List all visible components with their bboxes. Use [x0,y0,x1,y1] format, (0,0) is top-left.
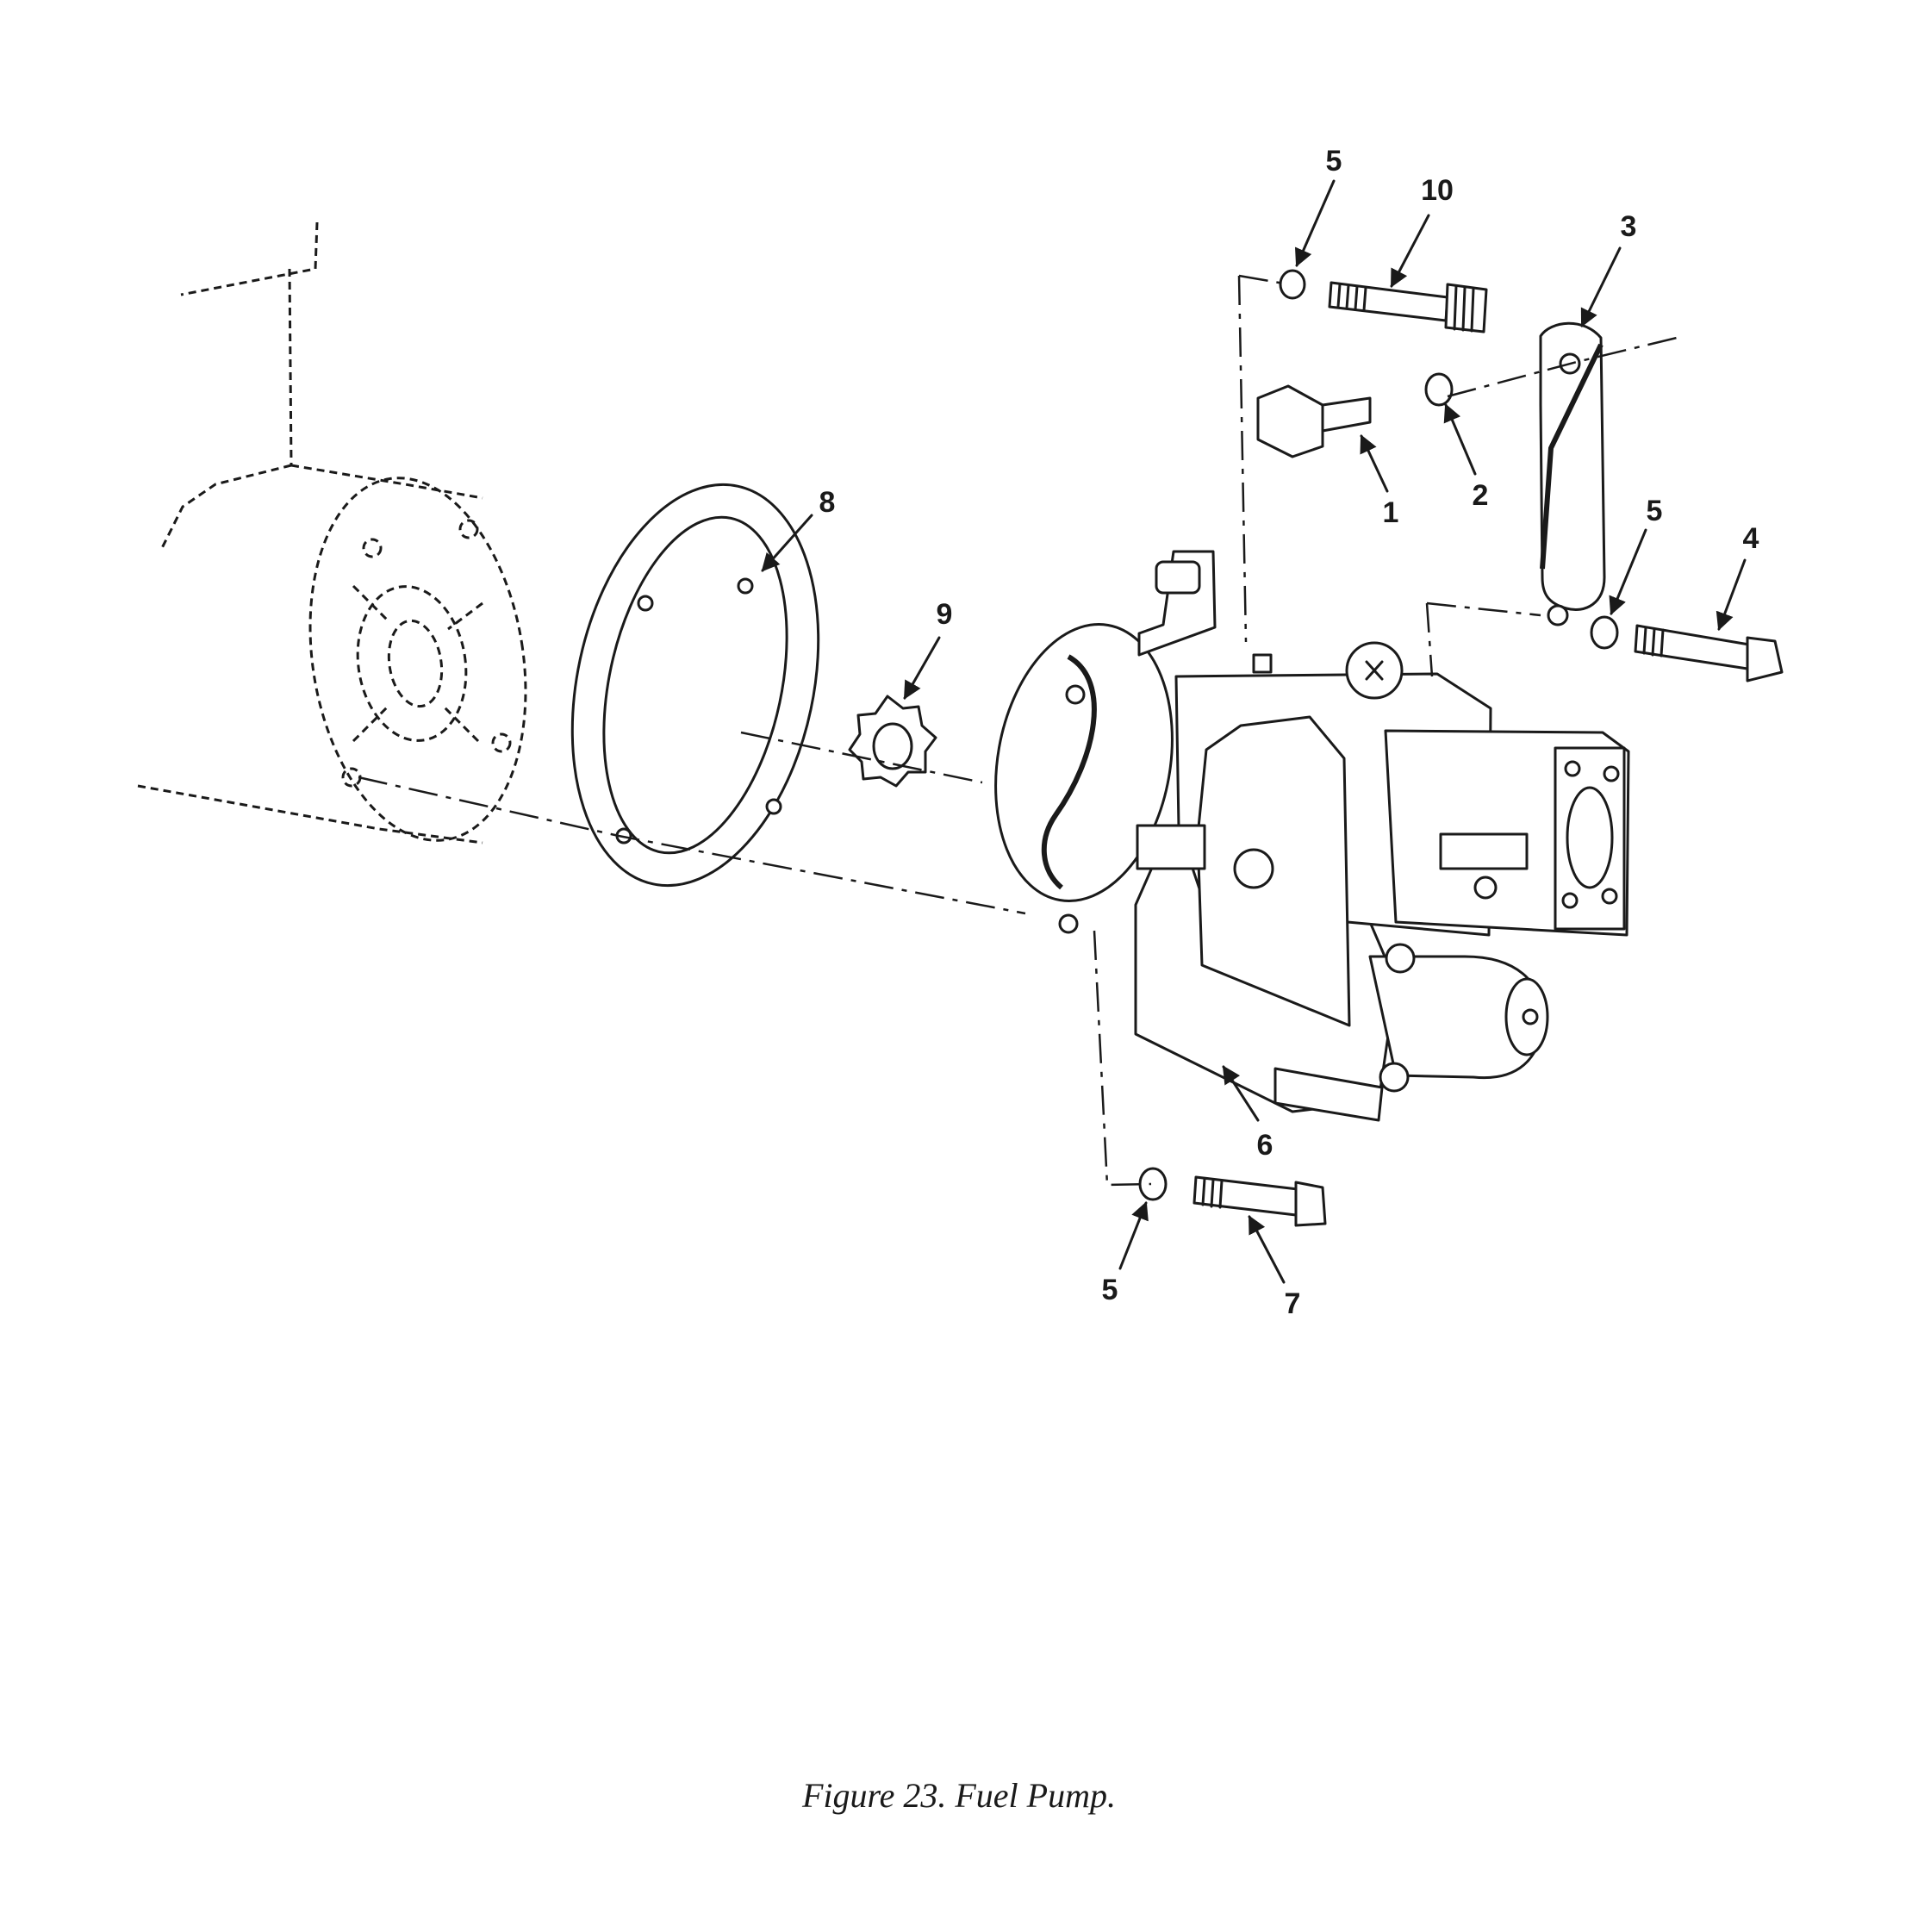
bolt-4-part [1590,615,1784,682]
bolt-7-part [1138,1167,1327,1227]
callout-8: 8 [819,486,836,519]
callout-1: 1 [1383,496,1399,529]
fuel-pump-body [994,550,1630,1122]
callout-2: 2 [1473,479,1489,512]
alignment-lines [358,274,1678,1187]
callout-leaders [761,179,1747,1284]
callout-4: 4 [1743,522,1759,555]
gasket-part [570,483,820,888]
callout-6: 6 [1257,1129,1273,1162]
bracket-part [1539,321,1606,626]
callout-5-top: 5 [1326,145,1342,178]
figure-caption: Figure 23. Fuel Pump. [801,1776,1116,1815]
callout-5-right: 5 [1647,495,1663,527]
bolt-1-part [1256,372,1454,458]
callout-7: 7 [1285,1287,1301,1320]
coupling-part [848,695,937,788]
bolt-10-part [1279,269,1488,333]
callout-5-bottom: 5 [1102,1274,1118,1306]
callout-9: 9 [937,598,953,631]
callout-10: 10 [1421,174,1454,207]
callout-3: 3 [1621,210,1637,243]
engine-housing-phantom [137,221,527,844]
